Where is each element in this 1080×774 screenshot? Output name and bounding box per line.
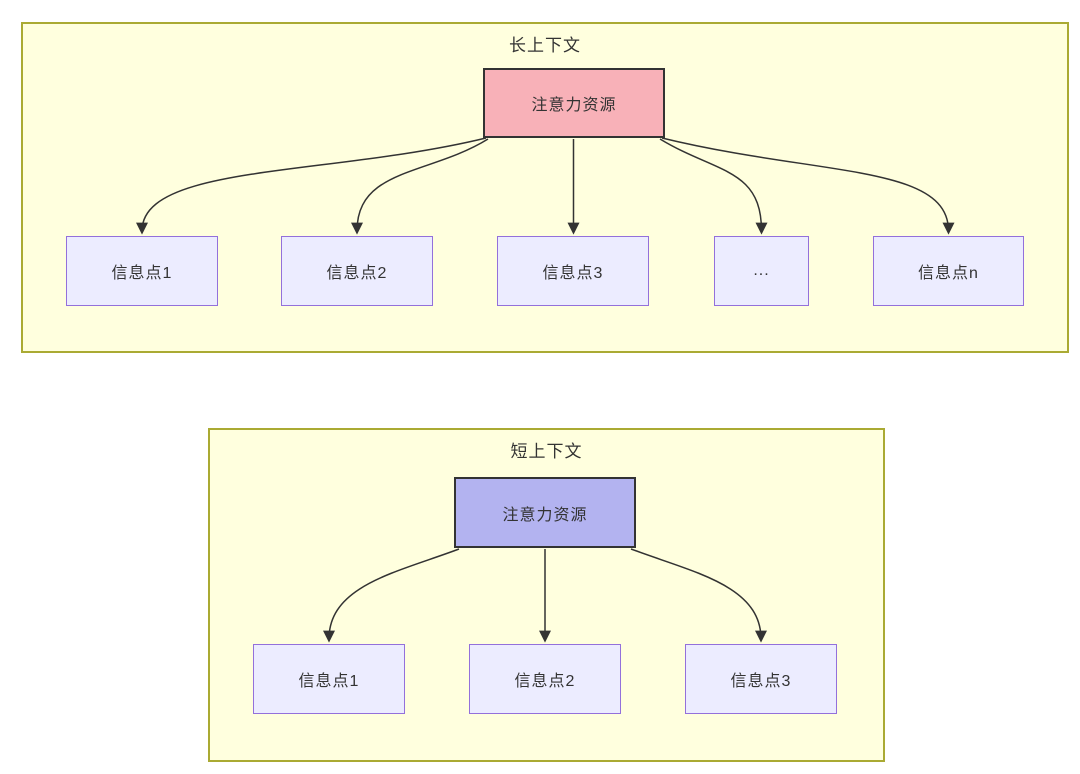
- panel-long-title: 长上下文: [509, 36, 581, 55]
- node-short-info-2: 信息点2: [469, 644, 621, 714]
- panel-short-title: 短上下文: [510, 442, 583, 461]
- node-short-info-1: 信息点1: [253, 644, 405, 714]
- node-long-info-ellipsis: ...: [714, 236, 809, 306]
- node-attention-short: 注意力资源: [454, 477, 636, 548]
- node-short-info-3: 信息点3: [685, 644, 837, 714]
- node-long-info-2: 信息点2: [281, 236, 433, 306]
- node-long-info-1: 信息点1: [66, 236, 218, 306]
- node-long-info-3: 信息点3: [497, 236, 649, 306]
- node-attention-long: 注意力资源: [483, 68, 665, 138]
- node-long-info-n: 信息点n: [873, 236, 1024, 306]
